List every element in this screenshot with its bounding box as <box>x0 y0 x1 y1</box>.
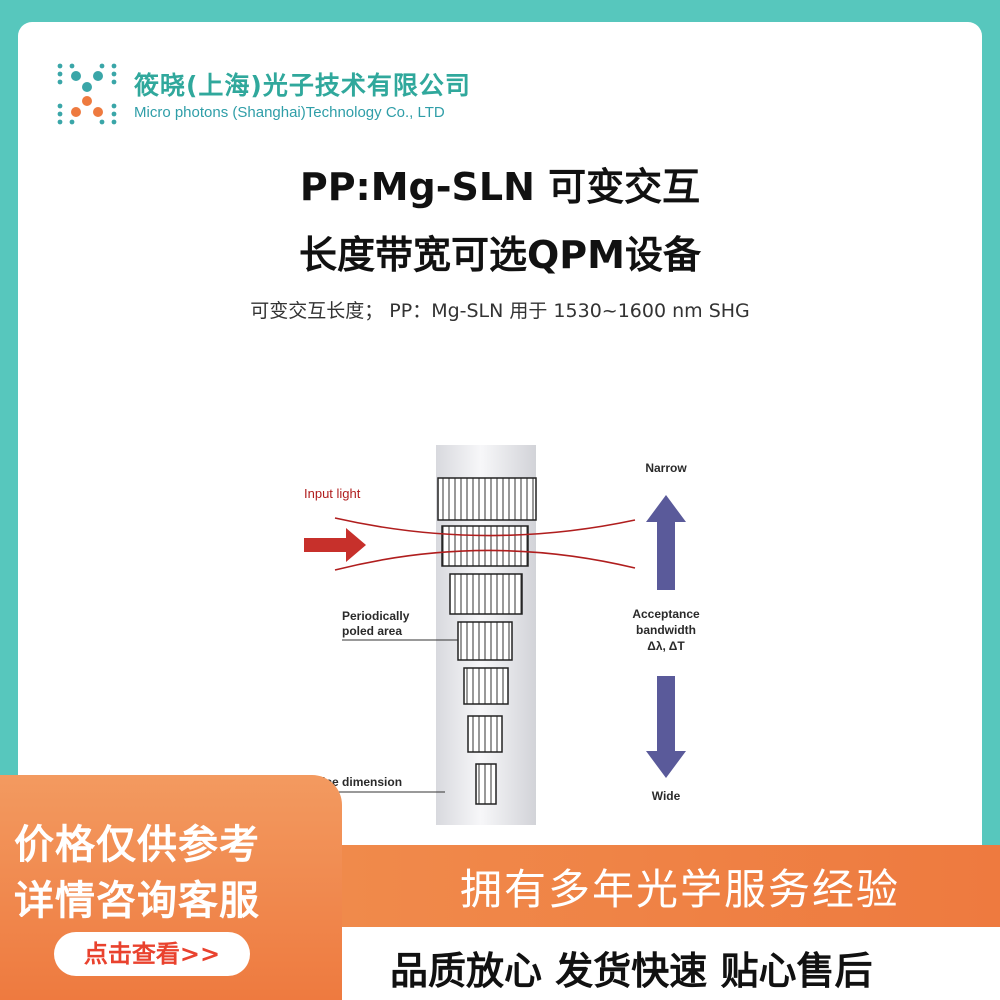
acceptance-label-1: Acceptance <box>632 607 700 621</box>
narrow-arrow-icon <box>646 495 686 590</box>
input-light-label: Input light <box>304 486 361 501</box>
company-logo-icon <box>57 63 117 125</box>
product-subtitle: 可变交互长度； PP：Mg-SLN 用于 1530~1600 nm SHG <box>250 300 750 322</box>
poled-area-label-2: poled area <box>342 624 402 638</box>
acceptance-label-3: Δλ, ΔT <box>647 639 685 653</box>
service-banner <box>342 927 1000 1000</box>
experience-banner-text: 拥有多年光学服务经验 <box>459 865 900 914</box>
grating-segment <box>449 573 523 615</box>
service-banner-text: 品质放心 发货快速 贴心售后 <box>390 949 873 993</box>
price-note: 价格仅供参考 <box>14 822 260 868</box>
wide-label: Wide <box>652 789 681 803</box>
consult-note: 详情咨询客服 <box>14 878 260 924</box>
grating-segment <box>467 715 503 753</box>
grating-segment <box>441 525 529 567</box>
product-title-line1: PP:Mg-SLN 可变交互 <box>299 165 701 209</box>
view-details-button[interactable]: 点击查看>> <box>54 932 250 976</box>
grating-segment <box>437 477 537 521</box>
grating-segment <box>475 763 497 805</box>
grating-segment <box>463 667 509 705</box>
experience-banner <box>342 845 1000 927</box>
beam-lower <box>334 549 636 571</box>
acceptance-label-2: bandwidth <box>636 623 696 637</box>
poled-area-label-1: Periodically <box>342 609 410 623</box>
company-name-cn: 筱晓(上海)光子技术有限公司 <box>134 71 471 100</box>
beam-upper <box>334 517 636 537</box>
narrow-label: Narrow <box>645 461 687 475</box>
company-name-en: Micro photons (Shanghai)Technology Co., … <box>134 104 445 121</box>
grating-segment <box>457 621 513 661</box>
wide-arrow-icon <box>646 676 686 778</box>
qpm-device-diagram: Input light Periodically poled area Devi… <box>300 445 700 825</box>
product-title-line2: 长度带宽可选QPM设备 <box>299 233 701 277</box>
input-arrow-icon <box>304 528 366 562</box>
